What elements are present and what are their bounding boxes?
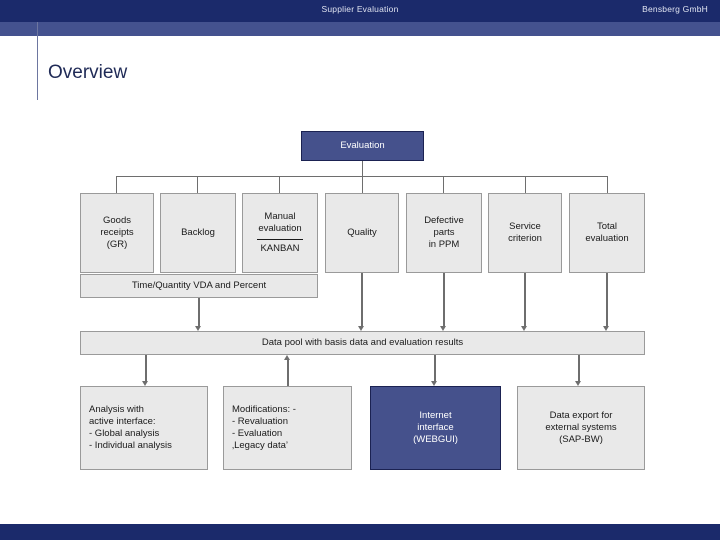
- node-time-quantity-label: Time/Quantity VDA and Percent: [131, 279, 267, 291]
- node-data-pool-label: Data pool with basis data and evaluation…: [261, 336, 464, 348]
- connector-drop-6: [525, 176, 526, 193]
- node-goods-receipts: Goods receipts (GR): [80, 193, 154, 273]
- node-defective-parts: Defective parts in PPM: [406, 193, 482, 273]
- node-goods-receipts-label: Goods receipts (GR): [100, 214, 134, 251]
- connector-drop-5: [443, 176, 444, 193]
- node-data-export-label: Data export for external systems (SAP-BW…: [545, 409, 617, 446]
- arrowhead-pool-to-internet: [431, 381, 437, 386]
- header-light-band: [0, 22, 720, 36]
- node-quality-label: Quality: [347, 226, 377, 238]
- node-internet-interface: Internet interface (WEBGUI): [370, 386, 501, 470]
- node-manual-evaluation-label: Manual evaluation: [258, 211, 302, 235]
- connector-pool-to-export: [578, 355, 580, 382]
- arrowhead-service-to-pool: [521, 326, 527, 331]
- arrowhead-subbar-to-pool: [195, 326, 201, 331]
- node-service-criterion-label: Service criterion: [508, 220, 542, 244]
- connector-quality-to-pool: [361, 273, 363, 327]
- node-total-evaluation: Total evaluation: [569, 193, 645, 273]
- arrowhead-quality-to-pool: [358, 326, 364, 331]
- arrowhead-defective-to-pool: [440, 326, 446, 331]
- connector-root-stem: [362, 161, 363, 176]
- node-root-label: Evaluation: [340, 139, 385, 151]
- node-manual-evaluation-kanban: Manual evaluation KANBAN: [242, 193, 318, 273]
- connector-subbar-to-pool: [198, 298, 200, 327]
- connector-drop-3: [279, 176, 280, 193]
- arrowhead-pool-to-analysis: [142, 381, 148, 386]
- node-root-evaluation: Evaluation: [301, 131, 424, 161]
- footer-bar: [0, 524, 720, 540]
- connector-pool-to-analysis: [145, 355, 147, 382]
- node-analysis-label: Analysis with active interface: - Global…: [89, 403, 172, 452]
- connector-defective-to-pool: [443, 273, 445, 327]
- left-accent-rule: [37, 22, 38, 100]
- node-data-pool: Data pool with basis data and evaluation…: [80, 331, 645, 355]
- node-time-quantity-bar: Time/Quantity VDA and Percent: [80, 274, 318, 298]
- connector-drop-4: [362, 176, 363, 193]
- connector-service-to-pool: [524, 273, 526, 327]
- node-modifications: Modifications: - - Revaluation - Evaluat…: [223, 386, 352, 470]
- arrowhead-modifications-to-pool: [284, 355, 290, 360]
- node-total-evaluation-label: Total evaluation: [585, 220, 629, 244]
- node-quality: Quality: [325, 193, 399, 273]
- node-kanban-label: KANBAN: [260, 242, 300, 254]
- header-dark-band: [0, 0, 720, 22]
- node-internet-interface-label: Internet interface (WEBGUI): [413, 409, 458, 446]
- node-analysis-active-interface: Analysis with active interface: - Global…: [80, 386, 208, 470]
- arrowhead-total-to-pool: [603, 326, 609, 331]
- header-company: Bensberg GmbH: [642, 4, 708, 14]
- node-modifications-label: Modifications: - - Revaluation - Evaluat…: [232, 403, 296, 452]
- node-defective-parts-label: Defective parts in PPM: [424, 214, 464, 251]
- page-title: Overview: [48, 62, 128, 83]
- connector-total-to-pool: [606, 273, 608, 327]
- connector-pool-to-internet: [434, 355, 436, 382]
- connector-modifications-to-pool: [287, 360, 289, 386]
- header-title: Supplier Evaluation: [321, 4, 399, 14]
- node-backlog-label: Backlog: [181, 226, 215, 238]
- node-backlog: Backlog: [160, 193, 236, 273]
- node-data-export: Data export for external systems (SAP-BW…: [517, 386, 645, 470]
- connector-drop-7: [607, 176, 608, 193]
- connector-drop-1: [116, 176, 117, 193]
- node-service-criterion: Service criterion: [488, 193, 562, 273]
- arrowhead-pool-to-export: [575, 381, 581, 386]
- connector-drop-2: [197, 176, 198, 193]
- node-manual-evaluation-divider: [257, 238, 303, 240]
